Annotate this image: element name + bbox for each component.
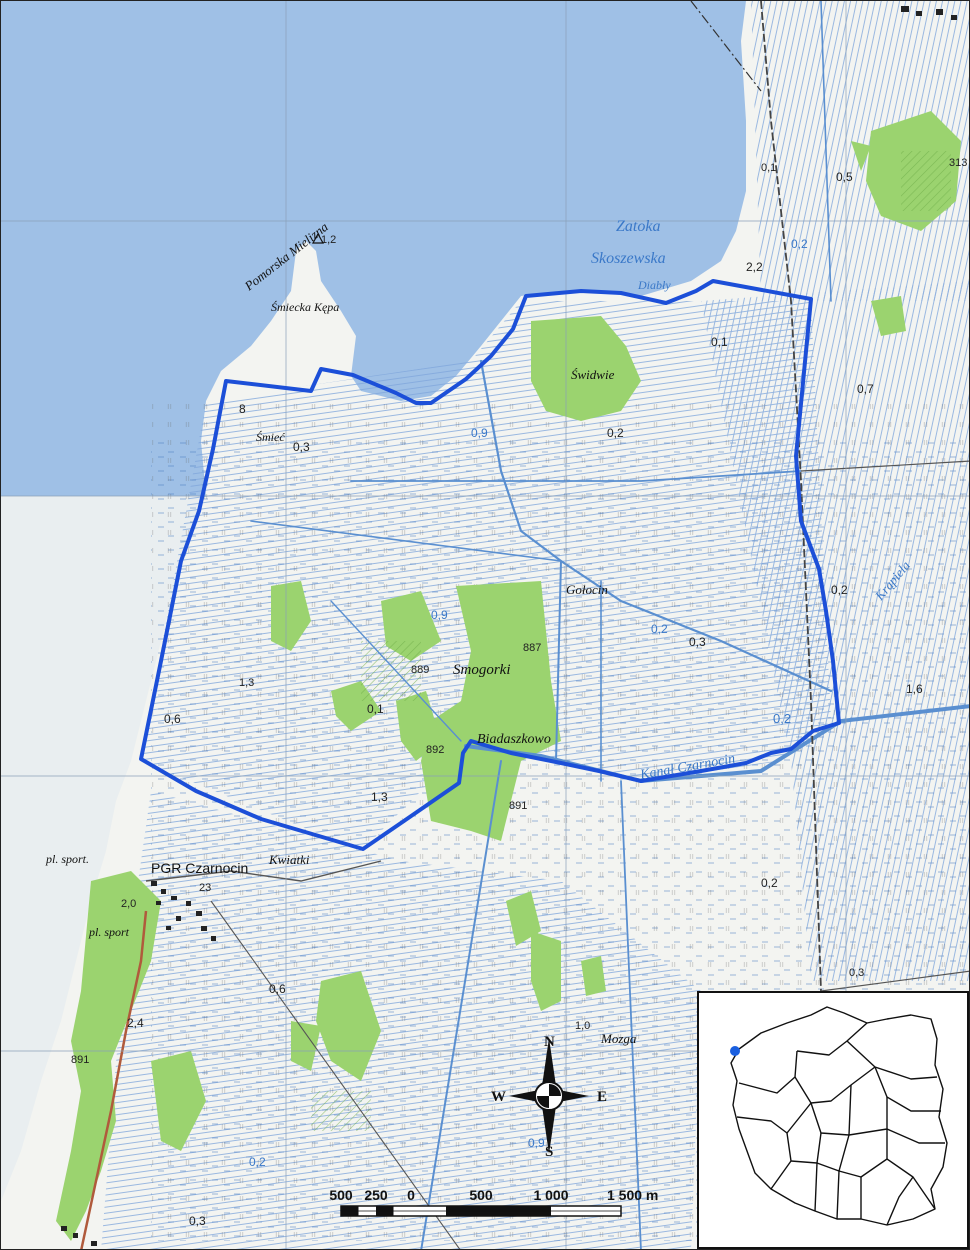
forest-hatch [901, 151, 951, 211]
label-skoszewska: Skoszewska [591, 250, 666, 267]
elevation: 0,6 [269, 982, 286, 996]
scale-bar: 500 250 0 500 1 000 1 500 m [329, 1187, 658, 1217]
elevation: 2,0 [121, 898, 136, 910]
compass-north-label: N [544, 1034, 555, 1050]
elevation: 0,3 [189, 1214, 206, 1228]
elevation: 8 [239, 402, 246, 416]
elevation: 23 [199, 882, 211, 894]
elevation: 1,2 [321, 234, 336, 246]
elevation: 1,6 [906, 682, 923, 696]
elevation: 887 [523, 642, 541, 654]
elevation: 0,9 [528, 1136, 545, 1150]
elevation: 0,9 [431, 608, 448, 622]
elevation: 0,7 [857, 382, 874, 396]
elevation: 891 [71, 1054, 89, 1066]
elevation: 1,3 [239, 677, 254, 689]
elevation: 891 [509, 800, 527, 812]
compass-east-label: E [597, 1089, 607, 1105]
elevation: 0,2 [791, 237, 808, 251]
compass-south-label: S [545, 1144, 553, 1160]
label-pgr-czarnocin: PGR Czarnocin [151, 860, 248, 876]
label-biadaszkowo: Biadaszkowo [477, 732, 551, 747]
scale-bar-label: 0 [407, 1187, 415, 1203]
elevation: 0,2 [607, 426, 624, 440]
poland-outline [730, 1006, 948, 1226]
forest-hatch [361, 641, 421, 701]
inset-canvas [730, 1006, 948, 1226]
roads [80, 1, 969, 1249]
scale-bar-label: 1 000 [533, 1187, 568, 1203]
label-kwiatki: Kwiatki [268, 852, 310, 867]
elevation: 0,2 [831, 583, 848, 597]
elevation: 0,3 [293, 440, 310, 454]
elevation: 0,2 [249, 1155, 266, 1169]
settlement-buildings [61, 6, 957, 1246]
compass-rose-icon: N E S W [491, 1034, 607, 1160]
elevation: 0,1 [367, 702, 384, 716]
scale-bar-label: 1 500 m [607, 1187, 658, 1203]
elevation: 892 [426, 744, 444, 756]
study-area-boundary [139, 279, 841, 851]
elevation: 0,5 [836, 170, 853, 184]
elevation: 0,3 [849, 967, 864, 979]
compass-west-label: W [491, 1089, 506, 1105]
elevation: 0,2 [651, 622, 668, 636]
label-mozga: Mozga [600, 1031, 637, 1046]
elevation: 2,2 [746, 260, 763, 274]
elevation: 313 [949, 157, 967, 169]
label-golocin: Gołocin [566, 582, 608, 597]
label-pl-sport-2: pl. sport [88, 925, 130, 939]
elevation: 0,1 [761, 162, 776, 174]
label-pl-sport-1: pl. sport. [45, 852, 89, 866]
scale-bar-label: 500 [329, 1187, 353, 1203]
label-smiecka-kepa: Śmiecka Kępa [271, 300, 339, 314]
elevation: 889 [411, 664, 429, 676]
scale-bar-label: 250 [364, 1187, 388, 1203]
elevation-labels: 1,2 2,2 0,1 0,7 0,2 0,3 0,5 313 0,2 0,3 … [71, 157, 967, 1228]
elevation: 0,9 [471, 426, 488, 440]
label-smogorki: Smogorki [453, 662, 511, 678]
inset-locator-map [697, 991, 969, 1249]
label-diably: Diabły [637, 278, 671, 292]
bay-water [1, 1, 746, 496]
elevation: 1,0 [575, 1020, 590, 1032]
study-area-marker [730, 1046, 740, 1056]
triangulation-point-icon [311, 232, 325, 244]
elevation: 0,2 [761, 876, 778, 890]
elevation: 2,4 [127, 1016, 144, 1030]
label-swidwie: Świdwie [571, 367, 615, 382]
scale-bar-label: 500 [469, 1187, 493, 1203]
elevation: 0,3 [689, 635, 706, 649]
elevation: 0,2 [773, 711, 791, 726]
label-zatoka: Zatoka [616, 218, 660, 235]
elevation: 0,1 [711, 335, 728, 349]
elevation: 1,3 [371, 790, 388, 804]
forest-hatch [311, 1091, 371, 1131]
label-smiec: Śmieć [256, 430, 285, 444]
elevation: 0,6 [164, 712, 181, 726]
